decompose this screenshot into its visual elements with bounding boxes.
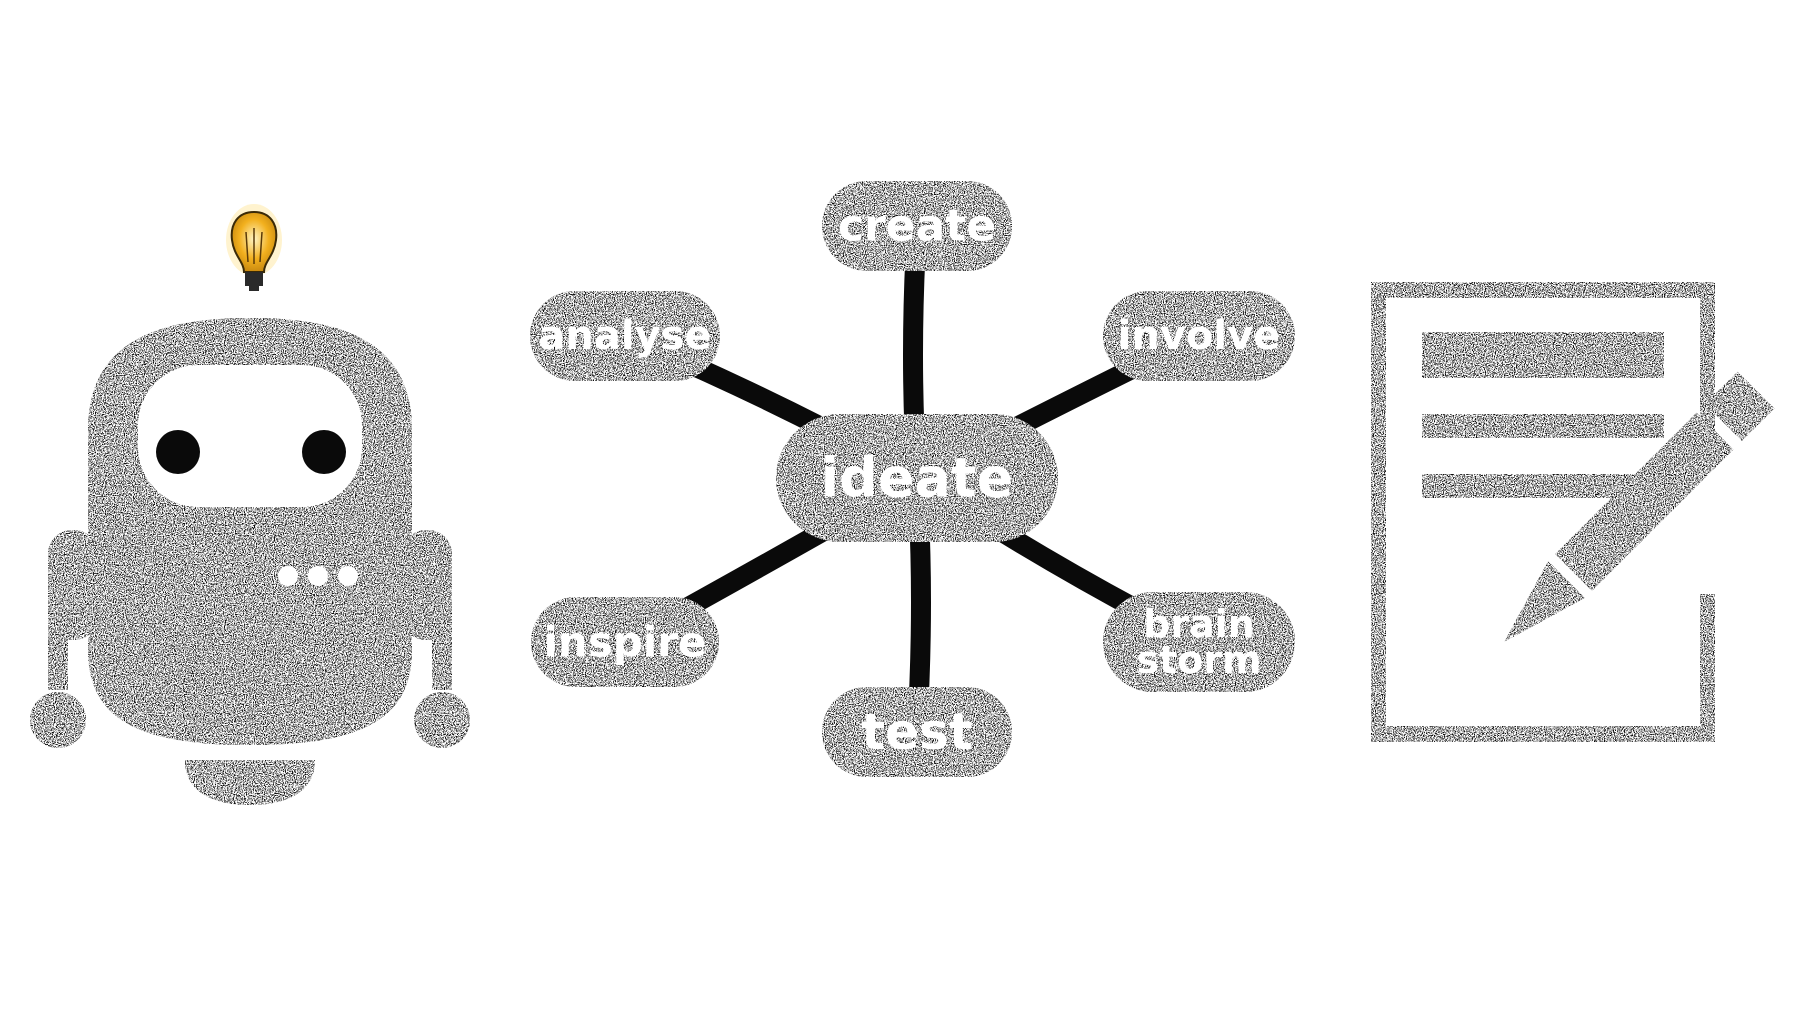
robot-eye-left [156,430,200,474]
node-label: brain [1143,602,1255,646]
mind-map-node-involve: involve [1103,291,1295,381]
node-label: test [861,703,972,761]
node-pill [1103,592,1295,692]
mind-map-node-test: test [822,687,1012,777]
mind-map-node-analyse: analyse [530,291,720,381]
mind-map-node-inspire: inspire [531,597,719,687]
mind-map-node-create: create [822,181,1012,271]
node-pill [531,597,719,687]
robot-light [278,566,298,586]
robot-face [138,365,362,507]
node-pill [822,181,1012,271]
center-node-label: ideate [821,447,1014,510]
robot-light [308,566,328,586]
node-label: involve [1118,313,1281,359]
node-label: storm [1136,638,1261,682]
node-pill [1103,291,1295,381]
robot-eye-right [302,430,346,474]
robot-icon [30,318,470,805]
document-line [1422,474,1640,498]
node-pill [530,291,720,381]
document-line [1422,414,1664,438]
mind-map-center-node: ideate [776,414,1058,542]
lightbulb-icon [226,204,282,291]
robot-light [338,566,358,586]
node-pill [822,687,1012,777]
node-label: analyse [538,313,711,359]
document-edit-icon [1371,282,1775,742]
node-label: inspire [544,618,707,667]
node-label: create [838,201,996,252]
document-line [1422,332,1664,378]
pencil-icon [1504,371,1775,642]
